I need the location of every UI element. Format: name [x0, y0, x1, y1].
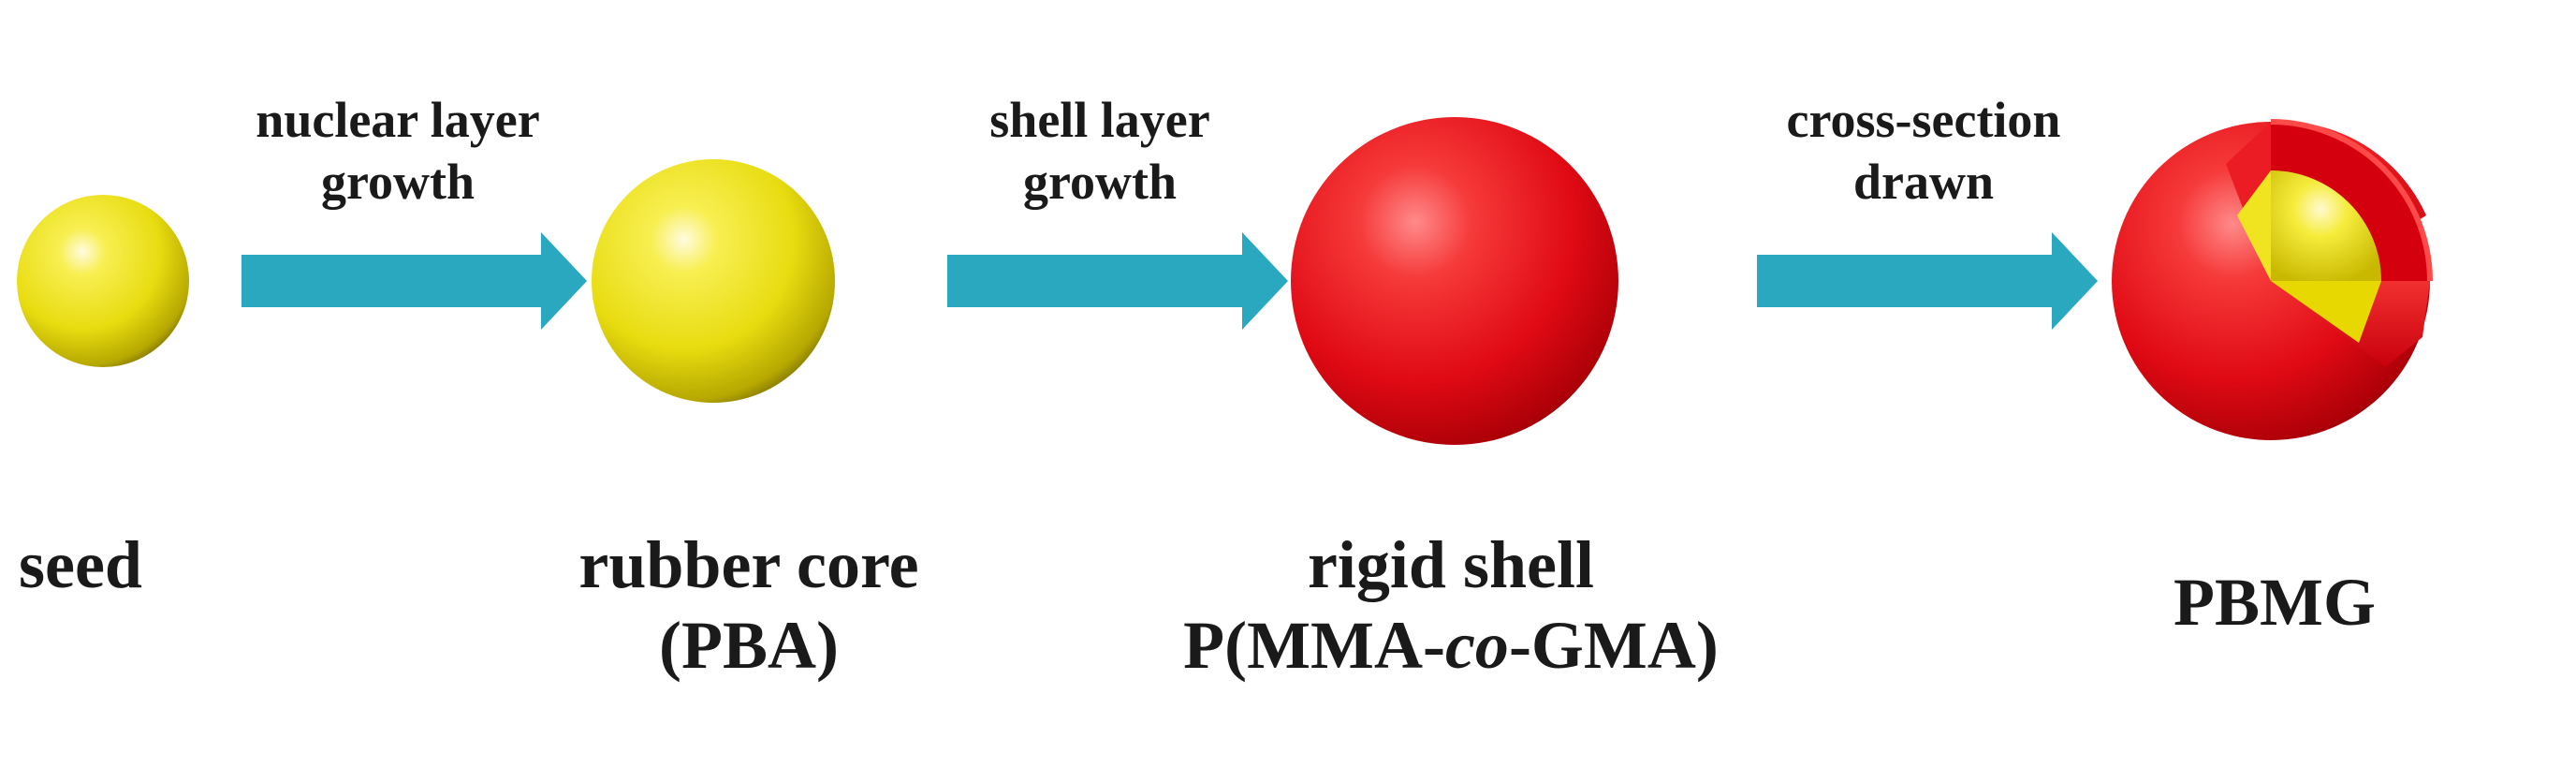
seed-sphere-icon [17, 195, 189, 367]
rigid-shell-subtitle-italic: co [1444, 608, 1509, 683]
growth-arrow-2-icon [947, 232, 1288, 330]
arrow-3-label: cross-section drawn [1722, 89, 2125, 213]
cross-section-arrow-icon [1757, 232, 2098, 330]
arrow-1-label-line2: growth [320, 154, 475, 210]
arrow-1-label-line1: nuclear layer [256, 92, 540, 148]
arrow-2-label: shell layer growth [899, 89, 1301, 213]
arrow-3-label-line2: drawn [1852, 154, 1995, 210]
arrow-2-label-line2: growth [1022, 154, 1177, 210]
pbmg-cutaway-sphere-icon [2112, 119, 2433, 440]
rubber-core-sphere-icon [592, 159, 835, 403]
rigid-shell-subtitle-post: -GMA) [1508, 608, 1719, 683]
rigid-shell-sphere-icon [1291, 117, 1618, 445]
arrow-2-label-line1: shell layer [989, 92, 1210, 148]
pbmg-label: PBMG [2174, 565, 2376, 640]
rigid-shell-subtitle: P(MMA-co-GMA) [1123, 605, 1778, 686]
rubber-core-title: rubber core [578, 527, 919, 602]
growth-arrow-1-icon [242, 232, 587, 330]
rigid-shell-label: rigid shell P(MMA-co-GMA) [1123, 524, 1778, 686]
rigid-shell-title: rigid shell [1307, 527, 1595, 602]
arrow-3-label-line1: cross-section [1786, 92, 2061, 148]
arrow-1-label: nuclear layer growth [178, 89, 618, 213]
rubber-core-subtitle: (PBA) [659, 608, 839, 683]
rubber-core-label: rubber core (PBA) [505, 524, 992, 686]
seed-label: seed [19, 527, 142, 602]
rigid-shell-subtitle-pre: P(MMA- [1183, 608, 1445, 683]
